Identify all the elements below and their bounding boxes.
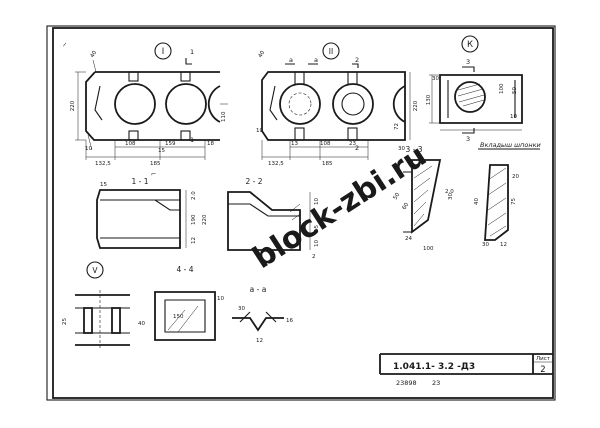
key-insert-label: Вкладыш шпонки xyxy=(480,141,541,149)
dim-1-1-190: 190 xyxy=(191,214,197,225)
sheet-number: 2 xyxy=(540,365,545,375)
dim-key-20: 20 xyxy=(512,174,519,180)
dim-II-13: 13 xyxy=(291,141,298,147)
view-K: К 3 130 100 50 10 30 3 xyxy=(426,35,523,143)
dim-3-3-100: 100 xyxy=(423,246,434,252)
dim-4-4-150: 150 xyxy=(173,314,184,320)
cut-mark-1-bottom: 1 xyxy=(190,136,194,144)
dim-3-3-60: 60 xyxy=(402,202,411,211)
dim-2-2-15: 15 xyxy=(314,225,320,232)
dim-15: 15 xyxy=(158,148,165,154)
view-K-label: К xyxy=(467,40,473,50)
dim-185: 185 xyxy=(150,161,161,167)
section-1-1-label: 1 - 1 xyxy=(131,177,148,186)
cut-mark-a-1: а xyxy=(289,56,293,64)
dim-2-2-2: 2 xyxy=(312,254,316,260)
dim-V-25: 25 xyxy=(62,318,68,325)
cut-mark-3-top: 3 xyxy=(466,58,470,66)
dim-3-3-2: 2.0 xyxy=(445,189,454,195)
dim-220: 220 xyxy=(70,100,76,111)
sheet-label: Лист xyxy=(536,356,551,362)
section-3-3-label: 3 - 3 xyxy=(405,145,422,154)
dim-II-132-5: 132,5 xyxy=(268,161,284,167)
dim-40: 40 xyxy=(90,50,99,59)
section-1-1: 1 - 1 2.0 190 12 220 15 xyxy=(96,177,208,249)
dim-II-108: 108 xyxy=(320,141,331,147)
section-a-a-label: а - а xyxy=(250,285,267,294)
dim-a-a-12: 12 xyxy=(256,338,263,344)
dim-4-4-10: 10 xyxy=(217,296,224,302)
section-2-2-label: 2 - 2 xyxy=(245,177,262,186)
cut-arrow-1: ⌐ xyxy=(151,170,156,178)
section-3-3: 3 - 3 50 60 24 2.0 100 30 xyxy=(393,145,455,252)
dim-159: 159 xyxy=(165,141,176,147)
inventory-number: 23898 xyxy=(396,379,417,387)
view-I: I 1 220 40 110 132,5 185 108 159 15 18 1… xyxy=(70,42,228,178)
view-II-label: II xyxy=(329,47,333,56)
dim-1-1-2: 2.0 xyxy=(191,191,197,200)
dim-key-12: 12 xyxy=(500,242,507,248)
dim-V-40: 40 xyxy=(138,321,145,327)
dim-132-5: 132,5 xyxy=(95,161,111,167)
dim-3-3-30: 30 xyxy=(448,193,454,200)
section-4-4-label: 4 - 4 xyxy=(176,265,193,274)
section-a-a: а - а 30 16 12 xyxy=(232,285,293,344)
drawing-frame xyxy=(52,27,554,399)
dim-II-30: 30 xyxy=(398,146,405,152)
dim-18: 18 xyxy=(207,141,214,147)
title-block: 1.041.1- 3.2 -Д3 Лист 2 23898 23 xyxy=(379,353,553,387)
dim-108: 108 xyxy=(125,141,136,147)
outer-frame xyxy=(46,25,556,401)
dim-II-10: 10 xyxy=(256,128,263,134)
cut-mark-1-top: 1 xyxy=(190,48,194,56)
dim-1-1-15: 15 xyxy=(100,182,107,188)
dim-II-40: 40 xyxy=(258,50,267,59)
format-code: 23 xyxy=(432,379,440,387)
view-II: II а а 2 220 40 10 72 132,5 185 13 108 2… xyxy=(256,42,419,167)
dim-a-a-30: 30 xyxy=(238,306,245,312)
dim-1-1-12: 12 xyxy=(191,237,197,244)
cut-mark-a-2: а xyxy=(314,56,318,64)
designation-text: 1.041.1- 3.2 -Д3 xyxy=(393,362,475,372)
dim-II-220: 220 xyxy=(413,100,419,111)
cut-mark-3-bottom: 3 xyxy=(466,135,470,143)
section-2-2: 2 - 2 10 15 10 2 xyxy=(227,177,320,260)
view-V: V 25 40 xyxy=(62,261,145,350)
dim-2-2-10: 10 xyxy=(314,198,320,205)
dim-key-30: 30 xyxy=(482,242,489,248)
corner-note: ~ xyxy=(60,40,70,49)
section-4-4: 4 - 4 150 10 xyxy=(154,265,224,341)
dim-K-130: 130 xyxy=(426,94,432,105)
dim-K-50: 50 xyxy=(512,87,518,94)
dim-1-1-220: 220 xyxy=(202,214,208,225)
dim-K-10: 10 xyxy=(510,114,517,120)
dim-II-72: 72 xyxy=(394,123,400,130)
view-V-label: V xyxy=(92,266,98,275)
dim-key-75: 75 xyxy=(511,198,517,205)
cut-mark-2-top: 2 xyxy=(355,56,359,64)
dim-a-a-16: 16 xyxy=(286,318,293,324)
dim-110: 110 xyxy=(221,111,227,122)
dim-key-40: 40 xyxy=(474,198,480,205)
dim-10: 10 xyxy=(85,146,92,152)
cut-mark-2-bottom: 2 xyxy=(355,144,359,152)
dim-3-3-24: 24 xyxy=(405,236,412,242)
dim-II-23: 23 xyxy=(349,141,356,147)
view-I-label: I xyxy=(162,47,165,57)
key-insert: Вкладыш шпонки 40 20 75 30 12 xyxy=(474,141,541,248)
dim-2-2-10b: 10 xyxy=(314,240,320,247)
dim-3-3-50: 50 xyxy=(393,192,402,201)
dim-K-30: 30 xyxy=(432,76,439,82)
dim-K-100: 100 xyxy=(499,83,505,94)
dim-II-185: 185 xyxy=(322,161,333,167)
